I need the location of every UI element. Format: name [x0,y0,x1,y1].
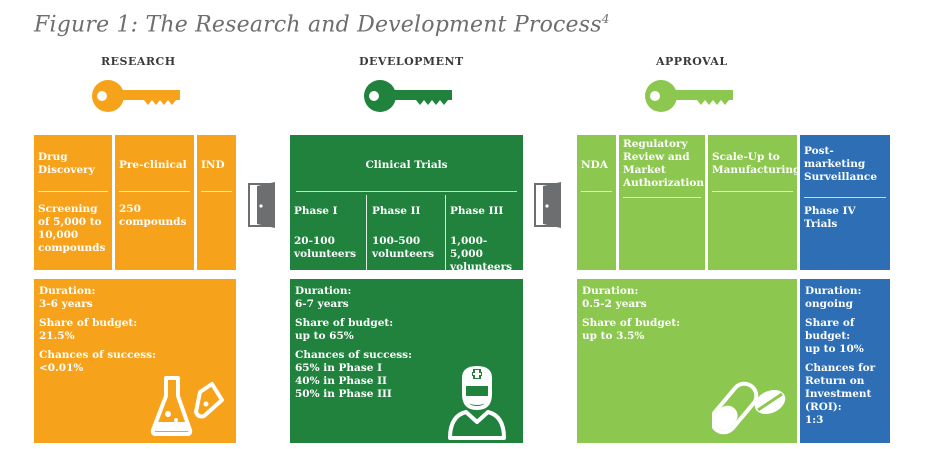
post-marketing-info-box: Duration: ongoing Share of budget: up to… [800,279,890,443]
development-duration-label: Duration: [295,285,352,297]
stage-label-development: DEVELOPMENT [359,55,464,68]
research-duration: 3-6 years [39,298,93,310]
approval-duration: 0.5-2 years [582,298,647,310]
post-marketing-budget-label: Share of budget: [805,317,855,342]
flask-icon [150,376,224,436]
divider [119,191,190,192]
drug-discovery-detail: Screening of 5,000 to 10,000 compounds [38,203,106,254]
scale-up-box: Scale-Up to Manufacturing [708,135,801,270]
research-key-icon [92,80,180,112]
door-icon [534,182,561,228]
stage-label-approval: APPROVAL [656,55,728,68]
research-info-box: Duration: 3-6 years Share of budget: 21.… [34,279,236,443]
phase-divider [366,195,367,270]
figure-title: Figure 1: The Research and Development P… [34,12,610,37]
research-success-label: Chances of success: [39,349,156,361]
approval-budget-label: Share of budget: [582,317,681,329]
clinical-trials-title: Clinical Trials [365,159,448,171]
post-marketing-duration-label: Duration: [805,285,862,297]
divider [712,191,793,192]
phase-divider [445,195,446,270]
preclinical-detail: 250 compounds [119,203,187,228]
regulatory-review-title: Regulatory Review and Market Authorizati… [623,138,705,189]
post-marketing-roi: 1:3 [805,414,824,426]
phase-4-trials: Phase IV Trials [804,205,856,230]
approval-info-box: Duration: 0.5-2 years Share of budget: u… [577,279,797,443]
research-success: <0.01% [39,362,84,374]
phase-1-volunteers: 20-100 volunteers [294,235,357,260]
research-duration-label: Duration: [39,285,96,297]
development-success-label: Chances of success: [295,349,412,361]
regulatory-review-box: Regulatory Review and Market Authorizati… [619,135,705,270]
nda-title: NDA [581,159,608,171]
phase-2-volunteers: 100-500 volunteers [372,235,435,260]
phase-1-name: Phase I [294,205,338,217]
stage-label-research: RESEARCH [101,55,176,68]
research-budget-label: Share of budget: [39,317,138,329]
phase-3-name: Phase III [450,205,504,217]
phase-2-name: Phase II [372,205,421,217]
door-icon [248,182,275,228]
figure-title-text: Figure 1: The Research and Development P… [34,12,602,38]
post-marketing-title: Post-marketing Surveillance [804,145,878,183]
approval-key-icon [645,80,733,112]
drug-discovery-box: Drug Discovery Screening of 5,000 to 10,… [34,135,112,270]
nda-box: NDA [577,135,616,270]
post-marketing-box: Post-marketing Surveillance Phase IV Tri… [800,135,890,270]
pills-icon [712,381,786,435]
development-success-phase-3: 50% in Phase III [295,388,392,400]
development-budget: up to 65% [295,330,354,342]
divider [581,191,612,192]
drug-discovery-title: Drug Discovery [38,151,95,176]
ind-box: IND [197,135,236,270]
post-marketing-duration: ongoing [805,298,853,310]
divider [804,197,886,198]
divider [38,191,108,192]
phase-3-volunteers: 1,000-5,000 volunteers [450,235,513,273]
ind-title: IND [201,159,225,171]
development-success-phase-1: 65% in Phase I [295,362,383,374]
approval-duration-label: Duration: [582,285,639,297]
preclinical-title: Pre-clinical [119,159,187,171]
post-marketing-roi-label: Chances for Return on Investment (ROI): [805,362,876,413]
post-marketing-budget: up to 10% [805,343,864,355]
divider [296,191,517,192]
divider [623,197,701,198]
scale-up-title: Scale-Up to Manufacturing [712,151,801,176]
approval-budget: up to 3.5% [582,330,645,342]
development-key-icon [364,80,452,112]
research-budget: 21.5% [39,330,75,342]
doctor-icon [448,366,506,440]
clinical-trials-box: Clinical Trials Phase I 20-100 volunteer… [290,135,523,273]
development-budget-label: Share of budget: [295,317,394,329]
figure-footnote: 4 [601,12,610,26]
development-duration: 6-7 years [295,298,349,310]
development-success-phase-2: 40% in Phase II [295,375,387,387]
divider [201,191,232,192]
preclinical-box: Pre-clinical 250 compounds [115,135,194,270]
